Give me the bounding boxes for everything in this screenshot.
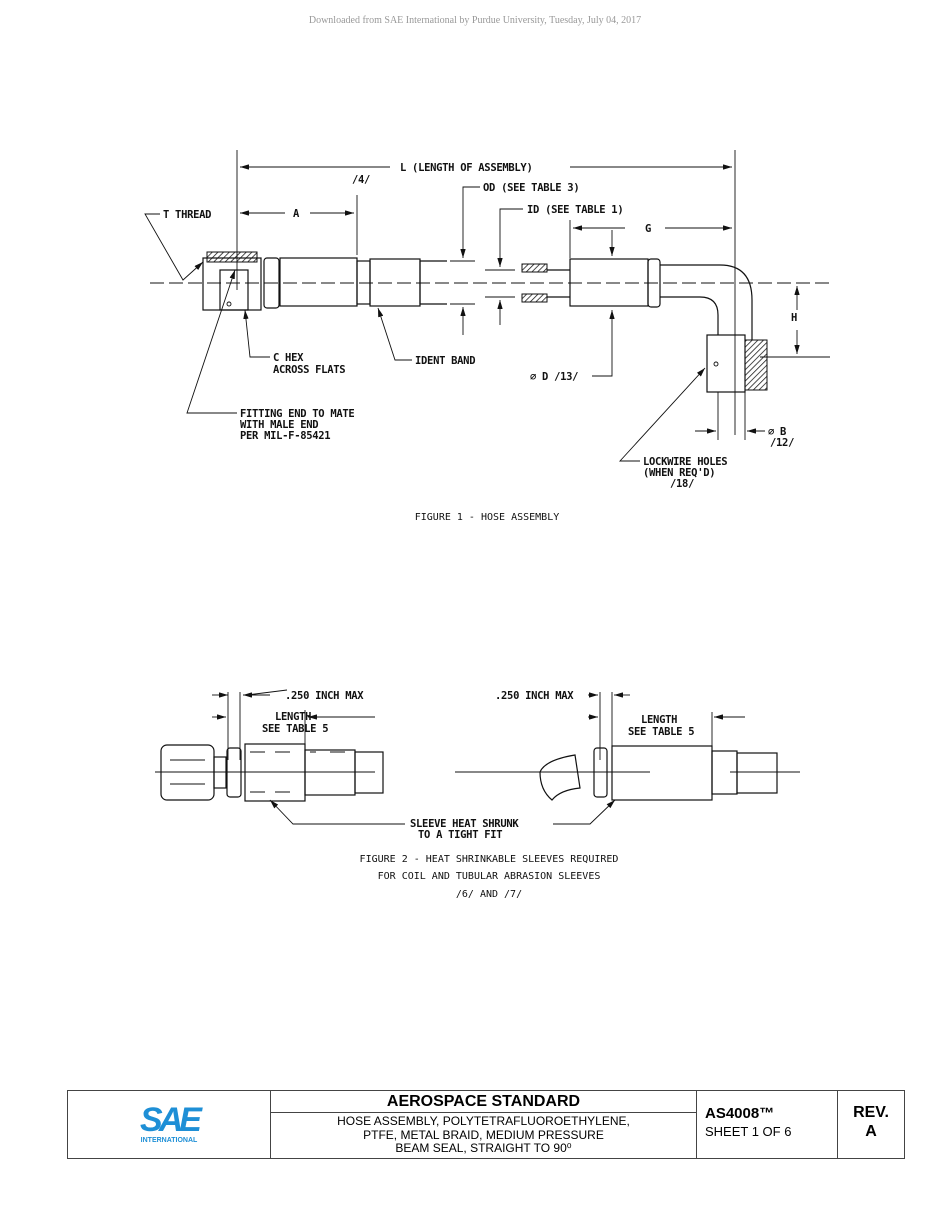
drawing-stroke <box>246 689 288 696</box>
drawing-stroke <box>186 269 237 414</box>
doc-cell: AS4008™ SHEET 1 OF 6 <box>697 1091 838 1158</box>
drawing-stroke <box>744 339 768 391</box>
drawing-stroke <box>647 258 661 308</box>
drawing-stroke <box>736 752 778 794</box>
subtitle-line: BEAM SEAL, STRAIGHT TO 90⁰ <box>395 1141 572 1155</box>
drawing-stroke <box>369 258 421 307</box>
id-label: ID (SEE TABLE 1) <box>527 204 623 216</box>
max-right-label: .250 INCH MAX <box>495 690 574 702</box>
drawing-stroke <box>713 361 719 367</box>
logo-cell: SAE INTERNATIONAL <box>68 1091 271 1158</box>
title-cell: AEROSPACE STANDARD HOSE ASSEMBLY, POLYTE… <box>271 1091 697 1158</box>
b-label: ⌀ B <box>768 426 786 438</box>
drawing-stroke <box>593 747 608 798</box>
standard-subtitle: HOSE ASSEMBLY, POLYTETRAFLUOROETHYLENE, … <box>271 1113 696 1156</box>
fitting-label-3: PER MIL-F-85421 <box>240 430 330 442</box>
figure-2-caption-1: FIGURE 2 - HEAT SHRINKABLE SLEEVES REQUI… <box>360 854 619 865</box>
fitting-label-2: WITH MALE END <box>240 419 318 431</box>
download-watermark: Downloaded from SAE International by Pur… <box>308 15 642 26</box>
b-note: /12/ <box>770 437 794 449</box>
standard-heading: AEROSPACE STANDARD <box>271 1091 696 1113</box>
length-note: /4/ <box>352 174 370 186</box>
drawing-stroke <box>226 747 242 798</box>
length-label: L (LENGTH OF ASSEMBLY) <box>400 162 532 174</box>
doc-number: AS4008™ <box>705 1105 775 1122</box>
drawing-stroke <box>660 264 753 340</box>
subtitle-line: PTFE, METAL BRAID, MEDIUM PRESSURE <box>363 1127 604 1142</box>
drawing-stroke <box>460 186 480 258</box>
drawing-stroke <box>660 296 719 335</box>
drawing-stroke <box>497 208 523 267</box>
title-block: SAE INTERNATIONAL AEROSPACE STANDARD HOS… <box>67 1090 905 1159</box>
figure-1-caption: FIGURE 1 - HOSE ASSEMBLY <box>415 512 560 523</box>
drawing-stroke <box>263 257 280 309</box>
lockwire-label-1: LOCKWIRE HOLES <box>643 456 727 468</box>
d-label: ⌀ D /13/ <box>530 371 578 383</box>
drawing-stroke <box>592 310 615 377</box>
drawing-stroke <box>279 257 358 307</box>
figure-2-caption-2: FOR COIL AND TUBULAR ABRASION SLEEVES <box>378 871 601 882</box>
sheet-number: SHEET 1 OF 6 <box>705 1124 792 1139</box>
drawing-stroke <box>250 751 345 793</box>
drawing-stroke <box>219 269 249 311</box>
figure-1-hose-assembly: L (LENGTH OF ASSEMBLY) /4/ OD (SEE TABLE… <box>144 150 830 523</box>
rev-value: A <box>865 1123 877 1140</box>
figure-2-heat-shrink-sleeves: .250 INCH MAX .250 INCH MAX LENGTH SEE T… <box>155 689 800 900</box>
subtitle-line: HOSE ASSEMBLY, POLYTETRAFLUOROETHYLENE, <box>337 1114 630 1128</box>
drawing-stroke <box>206 251 258 263</box>
drawing-stroke <box>202 257 262 311</box>
drawing-stroke <box>243 309 270 358</box>
drawing-stroke <box>226 301 232 307</box>
drawing-stroke <box>553 799 616 825</box>
max-left-label: .250 INCH MAX <box>285 690 364 702</box>
sae-logo: SAE <box>140 1101 202 1139</box>
length-left-table: SEE TABLE 5 <box>262 723 328 735</box>
drawing-stroke <box>354 751 384 794</box>
length-right-label: LENGTH <box>641 714 677 726</box>
drawing-stroke <box>419 260 447 305</box>
length-left-label: LENGTH <box>275 711 311 723</box>
drawing-stroke <box>521 263 548 273</box>
drawing-stroke <box>539 754 581 801</box>
lockwire-label-2: (WHEN REQ'D) <box>643 467 715 479</box>
drawing-stroke <box>144 213 204 281</box>
sleeve-label-1: SLEEVE HEAT SHRUNK <box>410 818 519 830</box>
drawing-stroke <box>213 756 227 789</box>
fitting-label-1: FITTING END TO MATE <box>240 408 354 420</box>
h-label: H <box>791 312 797 324</box>
figure-2-caption-3: /6/ AND /7/ <box>456 889 522 900</box>
drawing-stroke <box>618 367 706 462</box>
c-hex-label: C HEX <box>273 352 304 364</box>
sae-logo-sub: INTERNATIONAL <box>140 1137 198 1144</box>
lockwire-label-3: /18/ <box>670 478 694 490</box>
drawing-stroke <box>377 307 412 361</box>
drawing-stroke <box>521 293 548 303</box>
drawing-stroke <box>711 750 738 795</box>
c-hex-label-2: ACROSS FLATS <box>273 364 345 376</box>
length-right-table: SEE TABLE 5 <box>628 726 694 738</box>
revision-cell: REV. A <box>838 1091 904 1158</box>
drawing-stroke <box>611 745 713 801</box>
a-label: A <box>293 208 300 220</box>
drawing-stroke <box>706 334 746 393</box>
drawing-stroke <box>269 799 405 825</box>
drawing-stroke <box>160 744 215 801</box>
sleeve-label-2: TO A TIGHT FIT <box>418 829 502 841</box>
g-label: G <box>645 223 651 235</box>
drawing-stroke <box>304 749 356 796</box>
ident-band-label: IDENT BAND <box>415 355 475 367</box>
t-thread-label: T THREAD <box>163 209 211 221</box>
od-label: OD (SEE TABLE 3) <box>483 182 579 194</box>
rev-label: REV. <box>853 1104 889 1121</box>
